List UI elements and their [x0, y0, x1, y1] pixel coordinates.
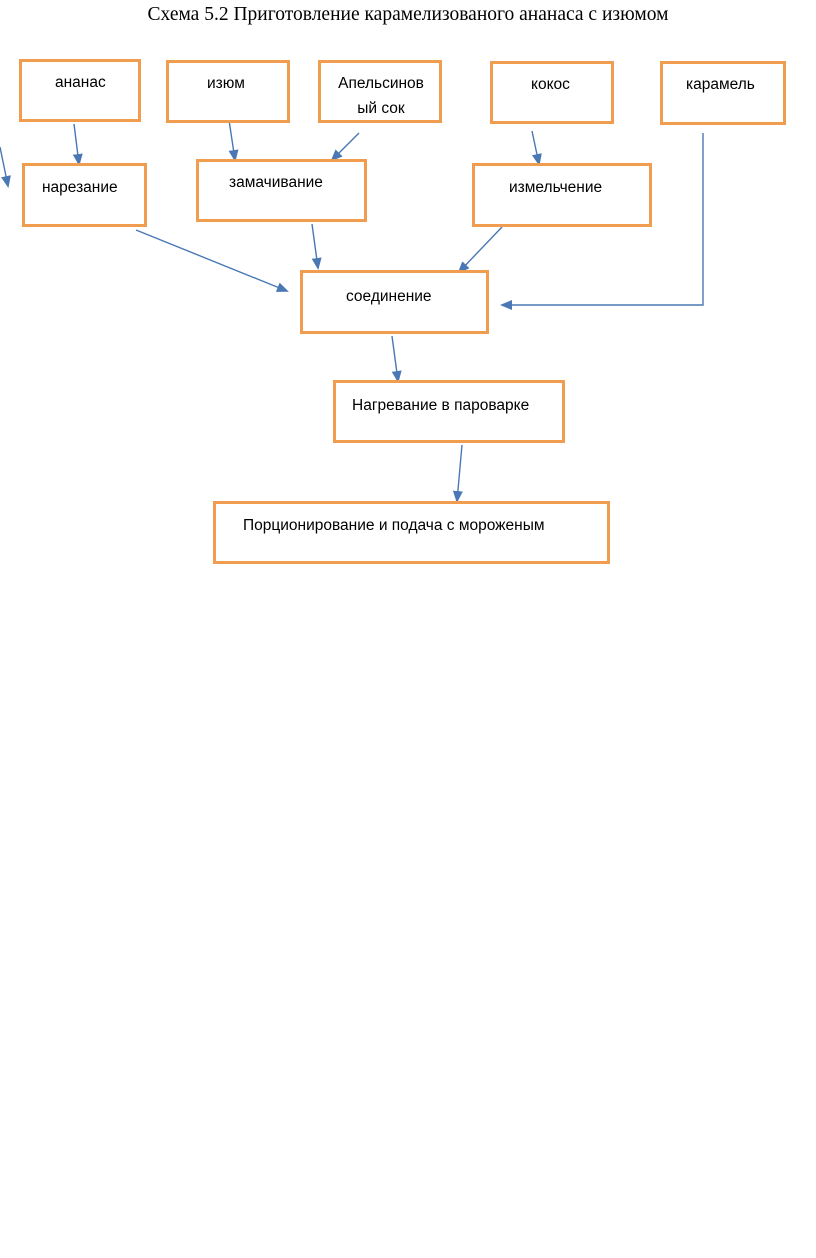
node-combining-label: соединение	[346, 288, 432, 305]
arrow-offscreen-left	[0, 146, 11, 188]
node-caramel-label: карамель	[686, 76, 755, 93]
arrow-combining-to-heating	[391, 335, 402, 383]
node-soaking-label: замачивание	[229, 174, 323, 191]
node-caramel: карамель	[660, 61, 786, 125]
node-coconut-label: кокос	[531, 76, 570, 93]
node-cutting: нарезание	[22, 163, 147, 227]
node-coconut: кокос	[490, 61, 614, 124]
arrow-pineapple-to-cutting	[72, 123, 83, 166]
node-cutting-label: нарезание	[42, 179, 118, 196]
node-pineapple: ананас	[19, 59, 141, 122]
arrow-raisins-to-soaking	[228, 119, 239, 162]
arrow-heating-to-serving	[452, 444, 463, 503]
node-orange-juice: Апельсиновый сок	[318, 60, 442, 123]
arrow-caramel-to-combining	[500, 133, 704, 310]
node-orange-juice-label: Апельсиновый сок	[338, 75, 424, 117]
arrow-coconut-to-grinding	[531, 130, 542, 166]
node-heating-label: Нагревание в пароварке	[352, 397, 530, 414]
arrow-juice-to-soaking	[330, 132, 360, 162]
node-grinding-label: измельчение	[509, 179, 603, 196]
node-serving: Порционирование и подача с мороженым	[213, 501, 610, 564]
diagram-title: Схема 5.2 Приготовление карамелизованого…	[147, 4, 669, 25]
arrow-grinding-to-combining	[457, 226, 503, 274]
node-soaking: замачивание	[196, 159, 367, 222]
arrow-cutting-to-combining	[135, 229, 289, 292]
node-pineapple-label: ананас	[55, 74, 106, 91]
node-raisins: изюм	[166, 60, 290, 123]
node-serving-label: Порционирование и подача с мороженым	[243, 517, 545, 534]
node-heating: Нагревание в пароварке	[333, 380, 565, 443]
arrow-soaking-to-combining	[311, 223, 322, 270]
node-combining: соединение	[300, 270, 489, 334]
node-raisins-label: изюм	[207, 75, 245, 92]
node-grinding: измельчение	[472, 163, 652, 227]
